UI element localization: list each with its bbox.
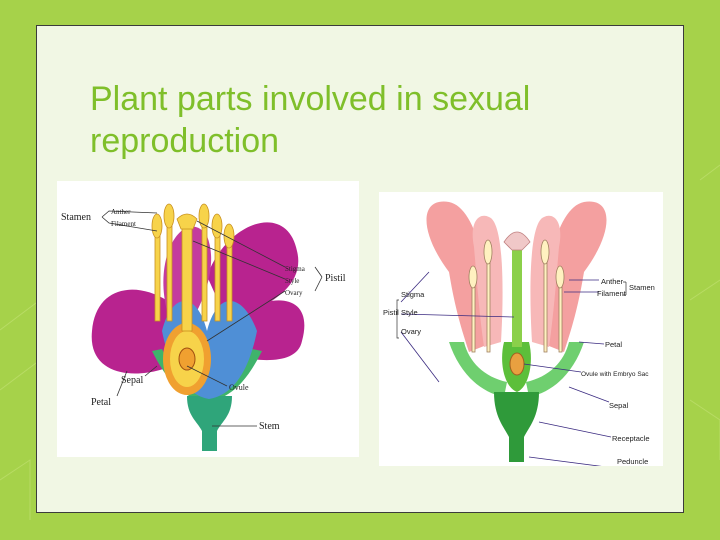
right-label-ovary: Ovary [401,327,421,336]
right-sepal-right [526,342,584,397]
right-label-sepal: Sepal [609,401,629,410]
left-label-ovary: Ovary [285,289,303,297]
right-label-stamen: Stamen [629,283,655,292]
left-label-stamen: Stamen [61,212,91,223]
left-stamens [151,203,235,322]
left-label-sepal: Sepal [121,375,143,386]
right-label-pistil: Pistil [383,308,399,317]
left-label-ovule: Ovule [229,383,249,392]
right-label-ovule: Ovule with Embryo Sac [581,371,649,378]
right-label-petal: Petal [605,340,622,349]
right-label-filament: Filament [597,289,627,298]
left-label-pistil: Pistil [325,273,346,284]
left-label-stigma: Stigma [285,265,306,273]
slide: Plant parts involved in sexual reproduct… [36,25,684,513]
left-stem [187,396,232,451]
right-peduncle [494,392,539,462]
left-style [181,225,193,332]
right-stigma [503,231,531,251]
left-label-petal: Petal [91,397,111,408]
right-label-peduncle: Peduncle [617,457,648,466]
right-label-receptacle: Receptacle [612,434,650,443]
flower-diagram-right: Stigma Pistil Style Ovary Anther Filamen… [379,192,663,469]
left-label-anther: Anther [111,208,131,216]
right-ovule [509,352,525,376]
right-label-anther: Anther [601,277,624,286]
flower-diagram-left: Stamen Anther Filament Stigma Style Ovar… [57,181,359,457]
slide-title: Plant parts involved in sexual reproduct… [90,80,531,160]
left-label-filament: Filament [111,220,136,228]
right-sepal [449,342,507,397]
left-stigma [176,213,198,230]
right-label-stigma: Stigma [401,290,425,299]
left-label-stem: Stem [259,421,280,432]
left-label-style: Style [285,277,299,285]
right-label-style: Style [401,308,418,317]
right-stamens [468,239,565,353]
right-style [512,247,522,347]
left-ovule [178,347,196,371]
